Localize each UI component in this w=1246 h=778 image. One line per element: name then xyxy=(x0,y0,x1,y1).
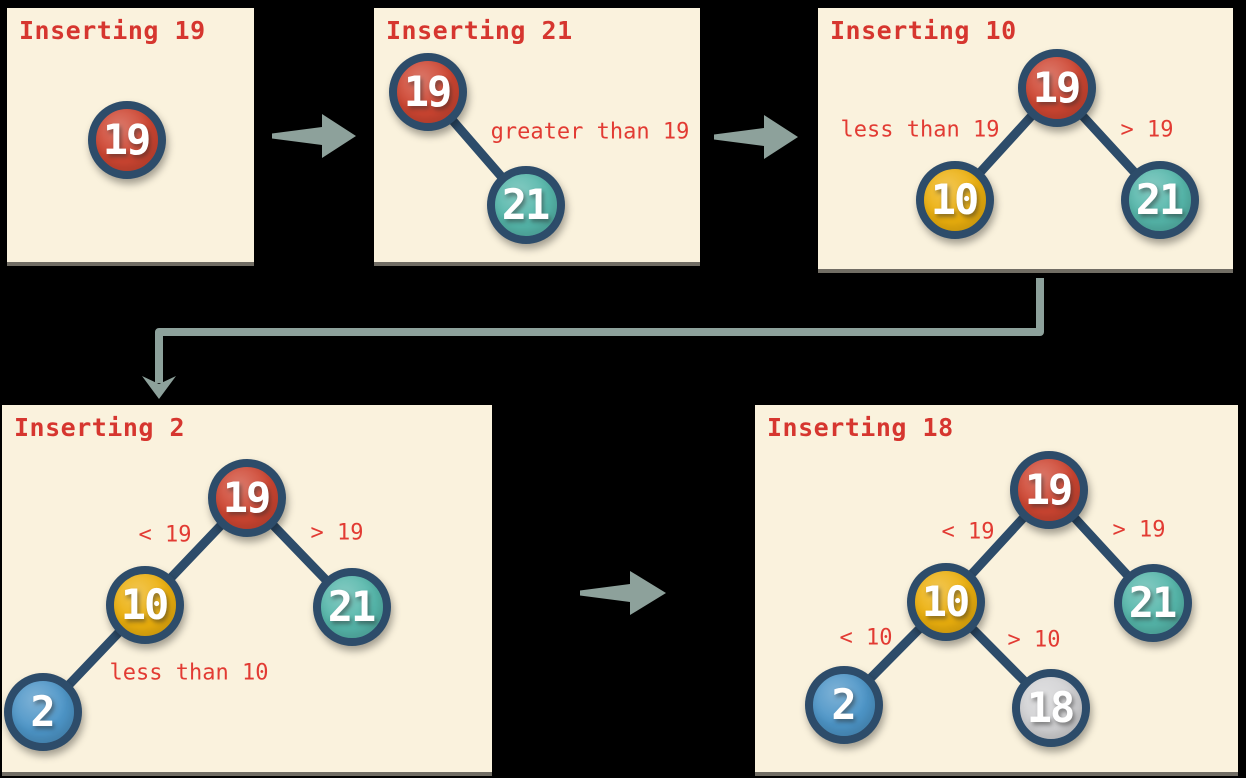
node-value: 19 xyxy=(403,67,453,116)
edge-label: less than 10 xyxy=(109,660,269,686)
edge-label: < 19 xyxy=(138,522,192,548)
arrow-step3-step4-icon xyxy=(142,278,1044,399)
edge-label: > 10 xyxy=(1007,627,1061,653)
panel-step-1: Inserting 19 19 xyxy=(7,8,254,266)
edge-label: < 19 xyxy=(941,519,995,545)
node-value: 21 xyxy=(327,582,377,631)
tree-node-18: 18 xyxy=(1012,669,1090,747)
tree-node-2: 2 xyxy=(4,673,82,751)
edge-label: > 19 xyxy=(310,520,364,546)
tree-node-2: 2 xyxy=(805,666,883,744)
arrow-step2-step3-icon xyxy=(714,115,798,159)
panel-title: Inserting 18 xyxy=(767,413,954,442)
tree-node-21: 21 xyxy=(1114,564,1192,642)
tree-node-19: 19 xyxy=(1010,451,1088,529)
tree-node-19: 19 xyxy=(208,459,286,537)
tree-node-21: 21 xyxy=(1121,161,1199,239)
arrow-step4-step5-icon xyxy=(580,571,666,615)
edge-label: > 19 xyxy=(1120,117,1174,143)
edge-label: less than 19 xyxy=(840,117,1000,143)
tree-node-10: 10 xyxy=(916,161,994,239)
tree-node-19: 19 xyxy=(389,53,467,131)
node-value: 21 xyxy=(1135,175,1185,224)
tree-node-21: 21 xyxy=(487,166,565,244)
node-value: 2 xyxy=(831,680,856,729)
tree-node-21: 21 xyxy=(313,568,391,646)
node-value: 2 xyxy=(30,687,55,736)
panel-title: Inserting 10 xyxy=(830,16,1017,45)
node-value: 19 xyxy=(1032,63,1082,112)
tree-node-19: 19 xyxy=(88,101,166,179)
tree-node-19: 19 xyxy=(1018,49,1096,127)
tree-node-10: 10 xyxy=(106,566,184,644)
panel-step-4: Inserting 2 19 10 21 2 < 19 > 19 less than 10 xyxy=(2,405,492,776)
panel-title: Inserting 21 xyxy=(386,16,573,45)
edge-label: < 10 xyxy=(839,625,893,651)
node-value: 19 xyxy=(222,473,272,522)
node-value: 21 xyxy=(1128,578,1178,627)
node-value: 10 xyxy=(921,577,971,626)
node-value: 18 xyxy=(1026,683,1076,732)
panel-step-5: Inserting 18 19 10 21 2 18 < 19 > 19 < 10 > 10 xyxy=(755,405,1238,776)
edge-label: > 19 xyxy=(1112,517,1166,543)
node-value: 21 xyxy=(501,180,551,229)
node-value: 10 xyxy=(120,580,170,629)
arrow-step1-step2-icon xyxy=(272,114,356,158)
panel-title: Inserting 19 xyxy=(19,16,206,45)
panel-step-2: Inserting 21 19 21 greater than 19 xyxy=(374,8,700,266)
panel-title: Inserting 2 xyxy=(14,413,186,442)
node-value: 19 xyxy=(1024,465,1074,514)
node-value: 10 xyxy=(930,175,980,224)
tree-node-10: 10 xyxy=(907,563,985,641)
panel-step-3: Inserting 10 19 10 21 less than 19 > 19 xyxy=(818,8,1233,273)
edge-label: greater than 19 xyxy=(490,119,690,145)
node-value: 19 xyxy=(102,115,152,164)
